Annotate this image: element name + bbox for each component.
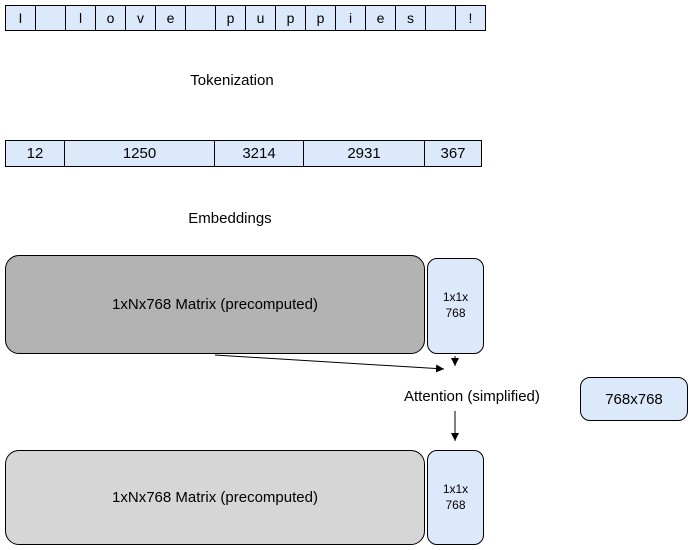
token-cell: 367: [424, 140, 482, 167]
vector-top-line2: 768: [445, 306, 466, 320]
token-cell: 12: [5, 140, 65, 167]
char-cell: e: [365, 5, 396, 31]
matrix-box-bottom: 1xNx768 Matrix (precomputed): [5, 450, 425, 545]
vector-box-top: 1x1x 768: [427, 258, 484, 354]
vector-top-line1: 1x1x: [442, 290, 469, 305]
tokenization-label: Tokenization: [190, 72, 274, 89]
character-token-row: I l o v e p u p p i e s !: [5, 5, 486, 31]
matrix-bottom-label: 1xNx768 Matrix (precomputed): [112, 489, 318, 506]
char-cell: i: [335, 5, 366, 31]
char-cell: I: [5, 5, 36, 31]
char-cell: v: [125, 5, 156, 31]
char-cell: p: [215, 5, 246, 31]
char-cell: s: [395, 5, 426, 31]
attention-matrix-box: 768x768: [580, 377, 688, 421]
token-cell: 2931: [303, 140, 425, 167]
matrix-box-top: 1xNx768 Matrix (precomputed): [5, 255, 425, 354]
char-cell: o: [95, 5, 126, 31]
vector-bottom-line1: 1x1x: [442, 481, 469, 496]
char-cell: p: [275, 5, 306, 31]
char-cell: [185, 5, 216, 31]
char-cell: [35, 5, 66, 31]
matrix-top-label: 1xNx768 Matrix (precomputed): [112, 296, 318, 313]
char-cell: e: [155, 5, 186, 31]
token-cell: 1250: [64, 140, 215, 167]
char-cell: l: [65, 5, 96, 31]
token-cell: 3214: [214, 140, 304, 167]
embeddings-label: Embeddings: [188, 210, 272, 227]
token-id-row: 12 1250 3214 2931 367: [5, 140, 482, 167]
arrow-matrix-to-attention: [214, 354, 445, 373]
attention-label: Attention (simplified): [404, 388, 540, 405]
char-cell: u: [245, 5, 276, 31]
vector-box-bottom: 1x1x 768: [427, 450, 484, 545]
attention-matrix-label: 768x768: [605, 390, 663, 408]
char-cell: p: [305, 5, 336, 31]
vector-bottom-line2: 768: [445, 497, 466, 512]
char-cell: [425, 5, 456, 31]
char-cell: !: [455, 5, 486, 31]
